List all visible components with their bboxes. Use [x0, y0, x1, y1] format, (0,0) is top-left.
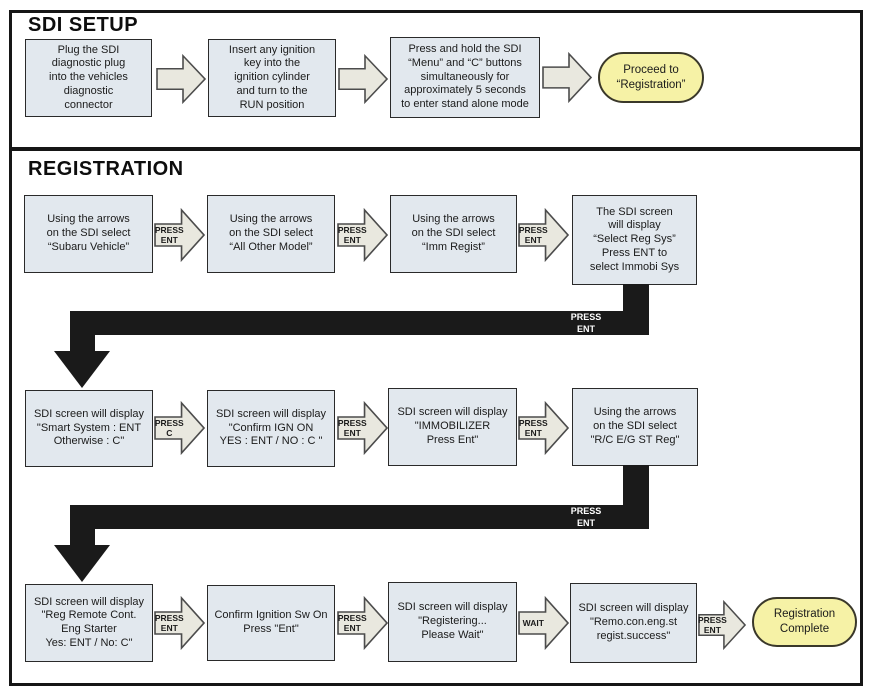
connector-arrowhead-icon — [54, 351, 110, 388]
press-ent-arrow: PRESS ENT — [154, 207, 205, 263]
arrow-label: PRESS ENT — [154, 224, 184, 245]
reg-step-select-reg-sys: The SDI screen will display “Select Reg … — [572, 195, 697, 285]
press-c-arrow: PRESS C — [154, 400, 205, 456]
arrow-label: WAIT — [522, 617, 544, 628]
reg-step-registering-wait: SDI screen will display "Registering... … — [388, 582, 517, 662]
reg-step-confirm-ignition-sw: Confirm Ignition Sw On Press "Ent" — [207, 585, 335, 661]
arrow-label: PRESS ENT — [697, 614, 727, 635]
arrow-label: PRESS ENT — [337, 417, 367, 438]
connector-arrowhead-icon — [54, 545, 110, 582]
reg-step-confirm-ign-on: SDI screen will display "Confirm IGN ON … — [207, 390, 335, 467]
press-ent-arrow: PRESS ENT — [337, 400, 388, 456]
press-ent-arrow: PRESS ENT — [518, 207, 569, 263]
connector-label: PRESS ENT — [570, 312, 602, 334]
connector-down-segment — [70, 529, 95, 545]
reg-step-regist-success: SDI screen will display "Remo.con.eng.st… — [570, 583, 697, 663]
press-ent-arrow: PRESS ENT — [698, 599, 746, 651]
arrow-label: PRESS C — [154, 417, 184, 438]
arrow-label: PRESS ENT — [337, 224, 367, 245]
arrow-label: PRESS ENT — [518, 224, 548, 245]
right-arrow-icon — [542, 51, 592, 104]
setup-step-insert-key: Insert any ignition key into the ignitio… — [208, 39, 336, 117]
reg-step-immobilizer: SDI screen will display "IMMOBILIZER Pre… — [388, 388, 517, 466]
right-arrow-icon — [338, 53, 388, 105]
reg-step-reg-remote-cont: SDI screen will display "Reg Remote Cont… — [25, 584, 153, 662]
reg-step-all-other-model: Using the arrows on the SDI select “All … — [207, 195, 335, 273]
connector-down-segment — [70, 335, 95, 351]
setup-terminal-proceed: Proceed to “Registration” — [598, 52, 704, 103]
press-ent-arrow: PRESS ENT — [337, 207, 388, 263]
reg-terminal-complete: Registration Complete — [752, 597, 857, 647]
right-arrow-icon — [156, 53, 206, 105]
wait-arrow: WAIT — [518, 595, 569, 651]
setup-step-press-menu-c: Press and hold the SDI “Menu” and “C” bu… — [390, 37, 540, 118]
outer-frame — [9, 10, 863, 686]
arrow-label: PRESS ENT — [337, 612, 367, 633]
press-ent-arrow: PRESS ENT — [518, 400, 569, 456]
connector-horizontal-segment — [70, 311, 649, 335]
connector-horizontal-segment — [70, 505, 649, 529]
setup-step-plug-sdi: Plug the SDI diagnostic plug into the ve… — [25, 39, 152, 117]
arrow-label: PRESS ENT — [154, 612, 184, 633]
press-ent-arrow: PRESS ENT — [154, 595, 205, 651]
setup-section-title: SDI SETUP — [28, 14, 139, 36]
reg-step-rc-eg-st-reg: Using the arrows on the SDI select "R/C … — [572, 388, 698, 466]
reg-step-subaru-vehicle: Using the arrows on the SDI select “Suba… — [24, 195, 153, 273]
section-divider — [9, 147, 863, 151]
connector-label: PRESS ENT — [570, 506, 602, 528]
reg-step-smart-system: SDI screen will display "Smart System : … — [25, 390, 153, 467]
press-ent-arrow: PRESS ENT — [337, 595, 388, 651]
reg-step-imm-regist: Using the arrows on the SDI select “Imm … — [390, 195, 517, 273]
arrow-label: PRESS ENT — [518, 417, 548, 438]
registration-section-title: REGISTRATION — [28, 158, 184, 180]
